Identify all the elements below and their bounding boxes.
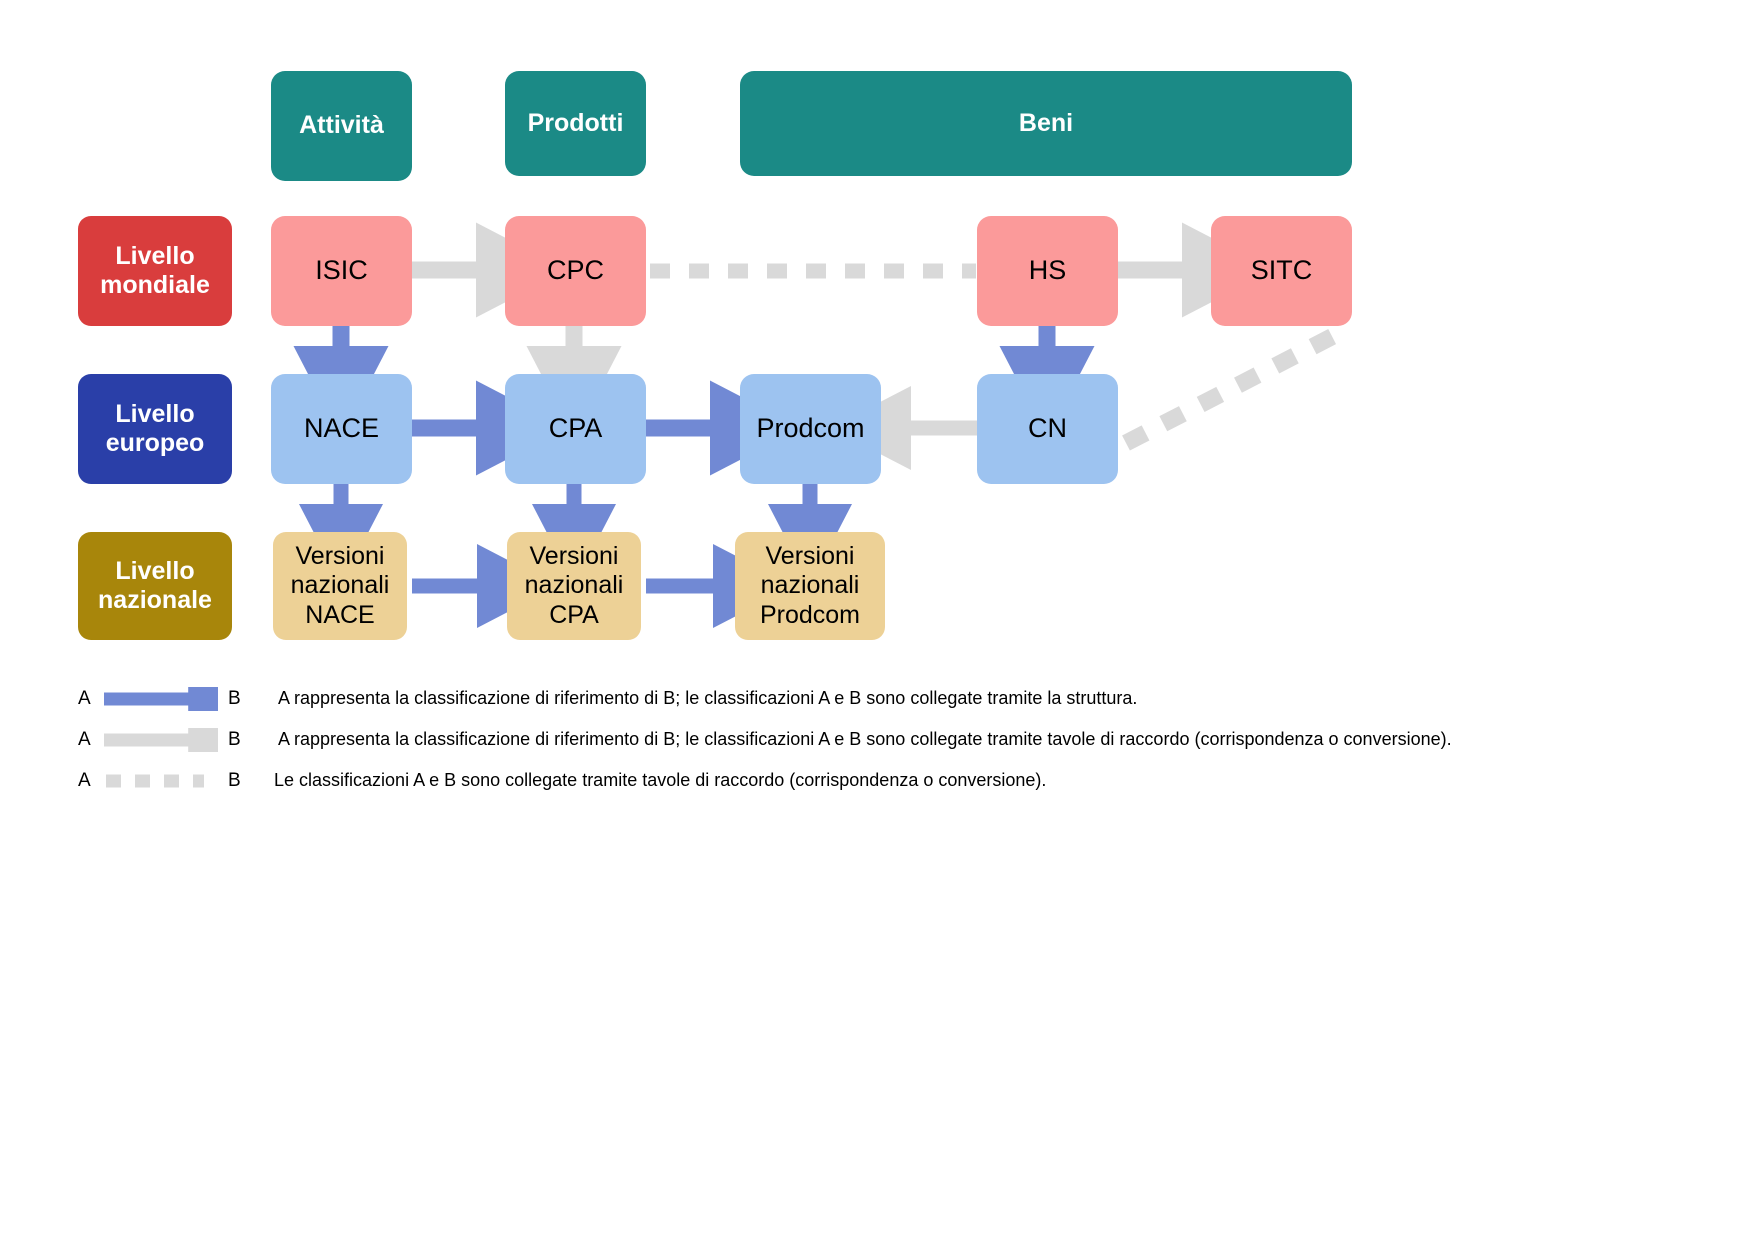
- legend-arrow-solid-blue: [100, 662, 259, 735]
- level-label-europeo[interactable]: Livello europeo: [78, 374, 232, 484]
- vn-nace-line1: Versioni: [295, 541, 385, 570]
- node-sitc[interactable]: SITC: [1211, 216, 1352, 326]
- node-cn[interactable]: CN: [977, 374, 1118, 484]
- vn-cpa-line1: Versioni: [529, 541, 619, 570]
- legend-b-label-2: B: [228, 728, 241, 750]
- header-prodotti[interactable]: Prodotti: [505, 71, 646, 176]
- header-beni-label: Beni: [1018, 108, 1074, 137]
- level-mondiale-line1: Livello: [115, 241, 195, 270]
- legend-text-structure: A rappresenta la classificazione di rife…: [278, 688, 1138, 708]
- legend-a-label-3: A: [78, 769, 91, 791]
- legend-row-structure: A B A rappresenta la classificazione di …: [78, 662, 1638, 735]
- vn-nace-line2: nazionali: [290, 571, 390, 600]
- node-cn-label: CN: [1028, 413, 1067, 444]
- header-prodotti-label: Prodotti: [527, 108, 624, 137]
- node-prodcom[interactable]: Prodcom: [740, 374, 881, 484]
- level-europeo-line2: europeo: [105, 429, 205, 457]
- level-nazionale-line2: nazionale: [98, 586, 212, 614]
- vn-prodcom-line1: Versioni: [765, 541, 855, 570]
- legend-a-label-1: A: [78, 687, 91, 709]
- node-isic-label: ISIC: [315, 255, 368, 286]
- node-nace-label: NACE: [303, 413, 379, 444]
- node-nace[interactable]: NACE: [271, 374, 412, 484]
- node-hs-label: HS: [1028, 255, 1067, 286]
- level-label-nazionale[interactable]: Livello nazionale: [78, 532, 232, 640]
- node-hs[interactable]: HS: [977, 216, 1118, 326]
- legend-row-solid-grey: A B A rappresenta la classificazione di …: [78, 703, 1638, 776]
- legend-b-label-1: B: [228, 687, 241, 709]
- legend-text-solid-grey: A rappresenta la classificazione di rife…: [278, 729, 1452, 749]
- header-attivita[interactable]: Attività: [271, 71, 412, 181]
- node-cpc-label: CPC: [546, 255, 604, 286]
- node-isic[interactable]: ISIC: [271, 216, 412, 326]
- node-sitc-label: SITC: [1250, 255, 1313, 286]
- legend-arrow-solid-grey: [100, 703, 259, 776]
- node-cpc[interactable]: CPC: [505, 216, 646, 326]
- level-mondiale-line2: mondiale: [100, 271, 210, 299]
- node-versioni-nazionali-nace[interactable]: Versioni nazionali NACE: [273, 532, 407, 640]
- legend-row-dotted-grey: A B Le classificazioni A e B sono colleg…: [78, 760, 1638, 801]
- node-versioni-nazionali-prodcom[interactable]: Versioni nazionali Prodcom: [735, 532, 885, 640]
- edge-cn-sitc: [1122, 324, 1345, 451]
- legend-b-label-3: B: [228, 769, 241, 791]
- vn-cpa-line3: CPA: [549, 600, 599, 629]
- node-prodcom-label: Prodcom: [756, 413, 865, 444]
- vn-cpa-line2: nazionali: [524, 571, 624, 600]
- vn-prodcom-line2: nazionali: [760, 571, 860, 600]
- header-attivita-label: Attività: [299, 111, 384, 140]
- legend-arrow-dotted-grey: [100, 769, 218, 793]
- node-cpa-label: CPA: [548, 413, 603, 444]
- vn-prodcom-line3: Prodcom: [759, 600, 861, 629]
- header-beni[interactable]: Beni: [740, 71, 1352, 176]
- node-cpa[interactable]: CPA: [505, 374, 646, 484]
- node-versioni-nazionali-cpa[interactable]: Versioni nazionali CPA: [507, 532, 641, 640]
- legend-text-dotted-grey: Le classificazioni A e B sono collegate …: [274, 770, 1047, 790]
- level-label-mondiale[interactable]: Livello mondiale: [78, 216, 232, 326]
- vn-nace-line3: NACE: [305, 600, 375, 629]
- level-nazionale-line1: Livello: [115, 556, 195, 585]
- legend: A B A rappresenta la classificazione di …: [78, 662, 1638, 801]
- legend-a-label-2: A: [78, 728, 91, 750]
- level-europeo-line1: Livello: [115, 399, 195, 428]
